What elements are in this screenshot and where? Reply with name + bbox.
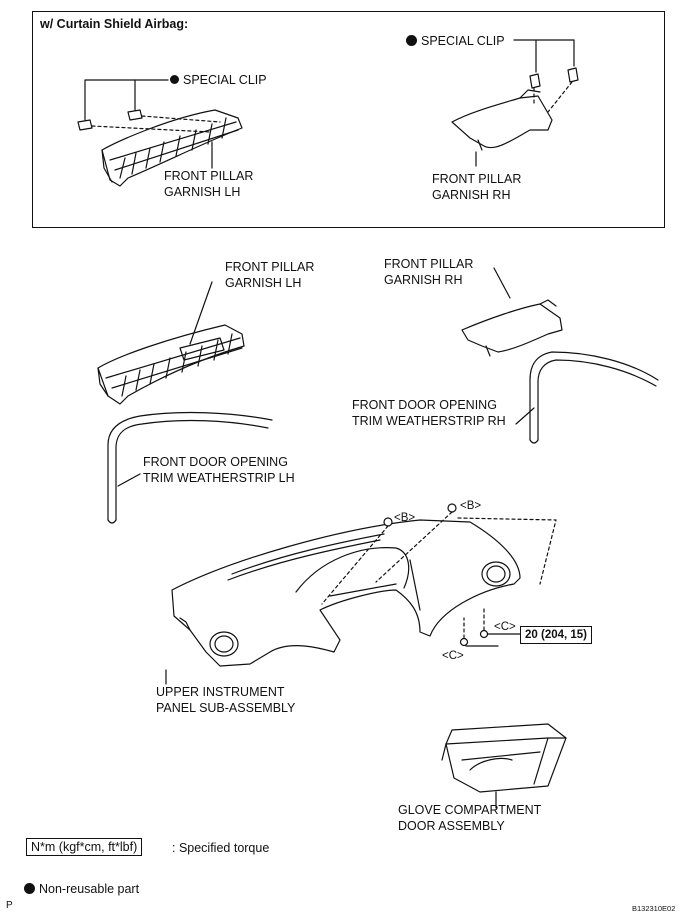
main-pillar-garnish-lh (97, 324, 245, 405)
weatherstrip-lh (107, 411, 273, 524)
inset-special-clip-left: SPECIAL CLIP (170, 72, 267, 88)
non-reusable-icon (24, 883, 35, 894)
callout-c-left: <C> (442, 650, 464, 662)
panel-fasteners (321, 503, 557, 647)
upper-instrument-panel (171, 519, 521, 667)
instrument-panel-label: UPPER INSTRUMENT PANEL SUB-ASSEMBLY (156, 685, 296, 715)
non-reusable-icon (170, 75, 179, 84)
leader-main-pillar-rh (493, 267, 511, 299)
legend-torque-unit-box: N*m (kgf*cm, ft*lbf) (26, 838, 143, 856)
leader-weatherstrip-lh (117, 473, 141, 487)
weatherstrip-lh-label: FRONT DOOR OPENING TRIM WEATHERSTRIP LH (143, 455, 295, 485)
weatherstrip-rh-label: FRONT DOOR OPENING TRIM WEATHERSTRIP RH (352, 398, 506, 428)
leader-weatherstrip-rh (515, 407, 535, 425)
inset-pillar-lh-label: FRONT PILLAR GARNISH LH (164, 169, 254, 199)
glove-compartment (441, 723, 567, 793)
inset-pillar-garnish-lh (101, 109, 243, 187)
weatherstrip-rh (529, 351, 659, 444)
figure-code: B132310E02 (632, 904, 676, 913)
main-pillar-garnish-rh (461, 299, 563, 357)
main-pillar-rh-label: FRONT PILLAR GARNISH RH (384, 257, 474, 287)
inset-pillar-rh-label: FRONT PILLAR GARNISH RH (432, 172, 522, 202)
callout-c-right: <C> (494, 621, 516, 633)
inset-left-clips (77, 79, 221, 169)
footer-left-mark: P (6, 900, 13, 911)
non-reusable-icon (406, 35, 417, 46)
inset-box (32, 11, 665, 228)
inset-special-clip-right: SPECIAL CLIP (406, 33, 505, 49)
callout-b-left: <B> (394, 512, 416, 524)
legend-torque-desc: : Specified torque (172, 841, 270, 855)
legend-nonreusable: Non-reusable part (24, 881, 139, 897)
torque-spec-box: 20 (204, 15) (520, 626, 593, 644)
callout-b-right: <B> (460, 500, 482, 512)
leader-main-pillar-lh (189, 281, 213, 345)
glove-compartment-label: GLOVE COMPARTMENT DOOR ASSEMBLY (398, 803, 542, 833)
main-pillar-lh-label: FRONT PILLAR GARNISH LH (225, 260, 315, 290)
inset-pillar-garnish-rh (451, 39, 579, 167)
inset-title: w/ Curtain Shield Airbag: (40, 17, 189, 31)
